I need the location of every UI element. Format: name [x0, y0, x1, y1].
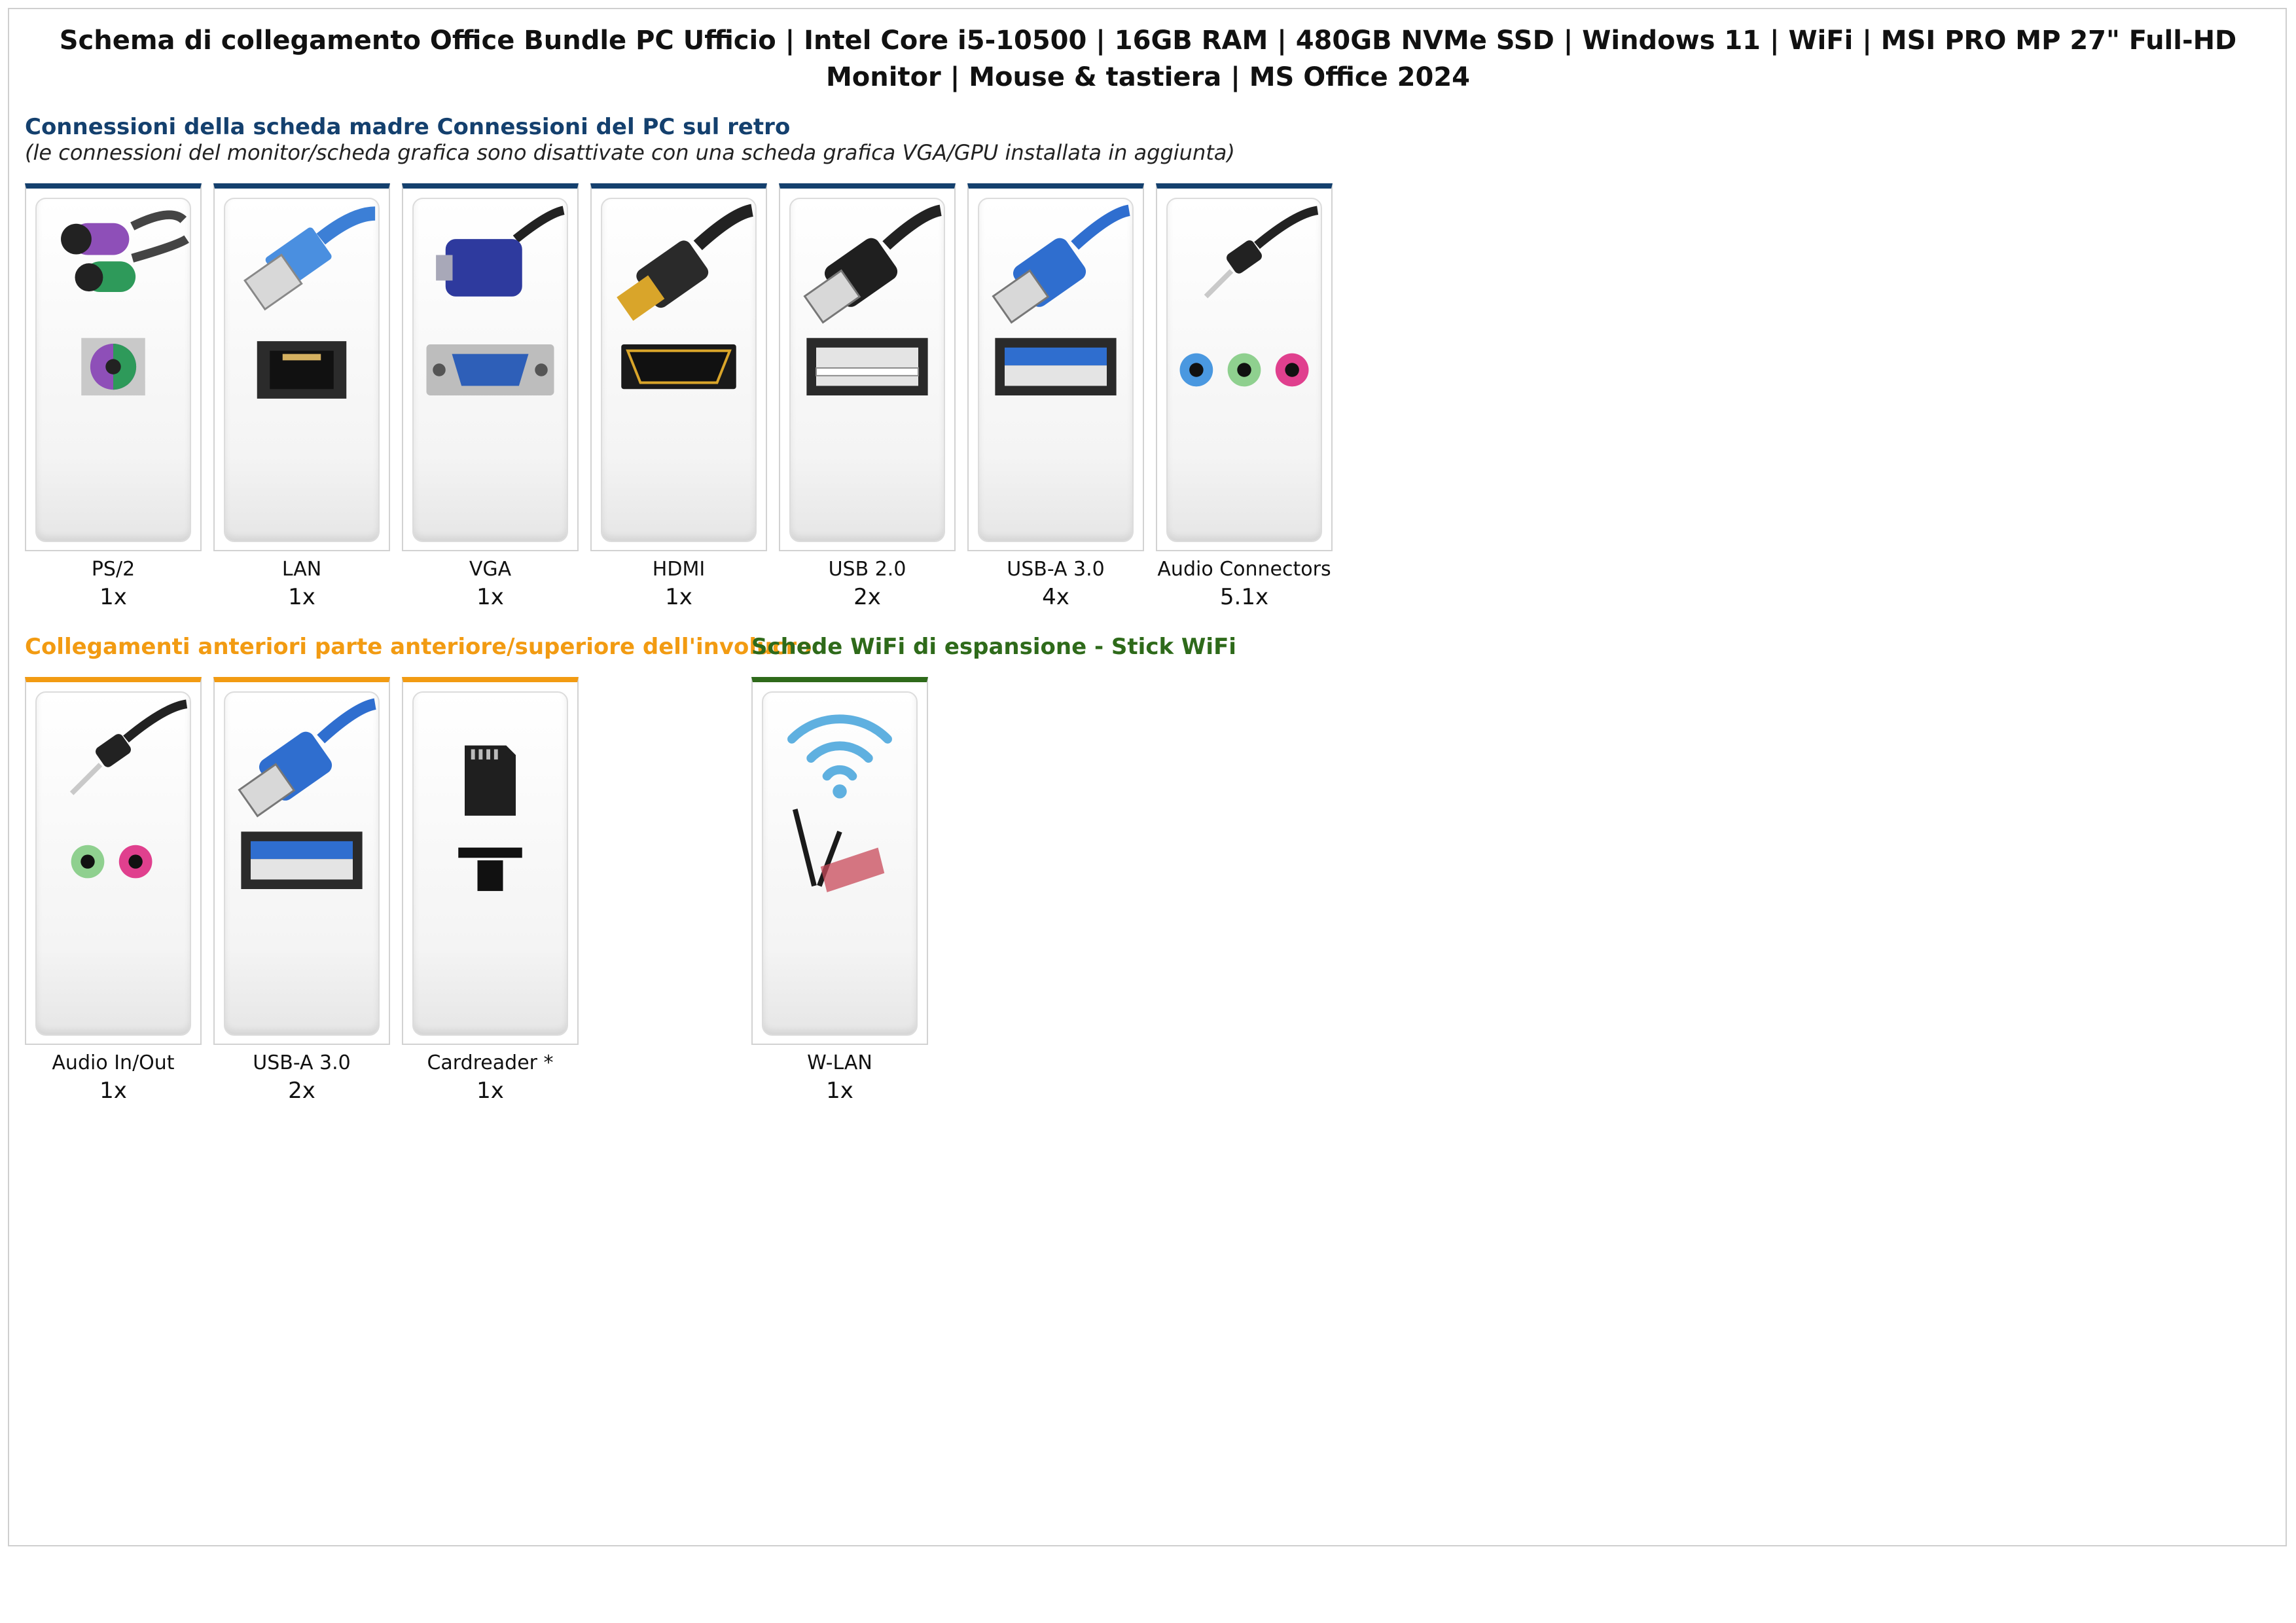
connector-quantity: 4x — [1042, 584, 1069, 610]
connector-label: Audio In/Out — [52, 1051, 175, 1074]
connector-label: W-LAN — [807, 1051, 872, 1074]
rear-connector-row: PS/2 1x LAN 1x — [25, 183, 1333, 611]
rear-section-note: (le connessioni del monitor/scheda grafi… — [25, 140, 1235, 165]
connector-card-usb2: USB 2.0 2x — [779, 183, 956, 611]
connector-quantity: 1x — [665, 584, 692, 610]
page-frame — [8, 8, 2287, 1546]
connector-card-hdmi: HDMI 1x — [590, 183, 767, 611]
rear-section-heading: Connessioni della scheda madre Connessio… — [25, 114, 791, 140]
ps2-icon — [35, 198, 191, 542]
audio-in-out-icon — [35, 691, 191, 1036]
sd-card-icon — [412, 691, 568, 1036]
page-title: Schema di collegamento Office Bundle PC … — [59, 26, 2237, 92]
connector-quantity: 1x — [476, 1078, 504, 1104]
usb2-icon — [789, 198, 945, 542]
connector-label: PS/2 — [91, 558, 135, 581]
connector-label: USB 2.0 — [828, 558, 906, 581]
connector-card-usb3: USB-A 3.0 4x — [967, 183, 1144, 611]
connector-quantity: 1x — [826, 1078, 853, 1104]
connector-card-front-usb3: USB-A 3.0 2x — [213, 677, 390, 1105]
connector-card-vga: VGA 1x — [402, 183, 579, 611]
connector-card-wlan: W-LAN 1x — [751, 677, 928, 1105]
connector-card-audio-connectors: Audio Connectors 5.1x — [1156, 183, 1333, 611]
connector-label: Audio Connectors — [1157, 558, 1331, 581]
wifi-section-heading: Schede WiFi di espansione - Stick WiFi — [751, 634, 1236, 660]
connector-quantity: 1x — [99, 1078, 127, 1104]
audio-jacks-icon — [1166, 198, 1322, 542]
vga-icon — [412, 198, 568, 542]
connector-label: HDMI — [652, 558, 706, 581]
hdmi-icon — [601, 198, 757, 542]
connector-label: USB-A 3.0 — [1007, 558, 1105, 581]
wifi-icon — [762, 691, 918, 1036]
usb3-icon — [978, 198, 1134, 542]
connector-label: LAN — [281, 558, 322, 581]
connector-quantity: 2x — [288, 1078, 315, 1104]
connector-label: Cardreader * — [427, 1051, 554, 1074]
connector-quantity: 1x — [99, 584, 127, 610]
connector-label: VGA — [469, 558, 512, 581]
connector-quantity: 5.1x — [1219, 584, 1269, 610]
connector-quantity: 1x — [476, 584, 504, 610]
usb3-icon — [224, 691, 380, 1036]
connector-card-lan: LAN 1x — [213, 183, 390, 611]
wifi-connector-row: W-LAN 1x — [751, 677, 928, 1105]
connector-card-audio-in-out: Audio In/Out 1x — [25, 677, 202, 1105]
connector-quantity: 1x — [288, 584, 315, 610]
connector-quantity: 2x — [853, 584, 881, 610]
lan-icon — [224, 198, 380, 542]
front-section-heading: Collegamenti anteriori parte anteriore/s… — [25, 634, 812, 660]
connector-card-cardreader: Cardreader * 1x — [402, 677, 579, 1105]
connector-card-ps2: PS/2 1x — [25, 183, 202, 611]
connector-label: USB-A 3.0 — [253, 1051, 351, 1074]
front-connector-row: Audio In/Out 1x USB-A 3.0 2x Cardr — [25, 677, 579, 1105]
